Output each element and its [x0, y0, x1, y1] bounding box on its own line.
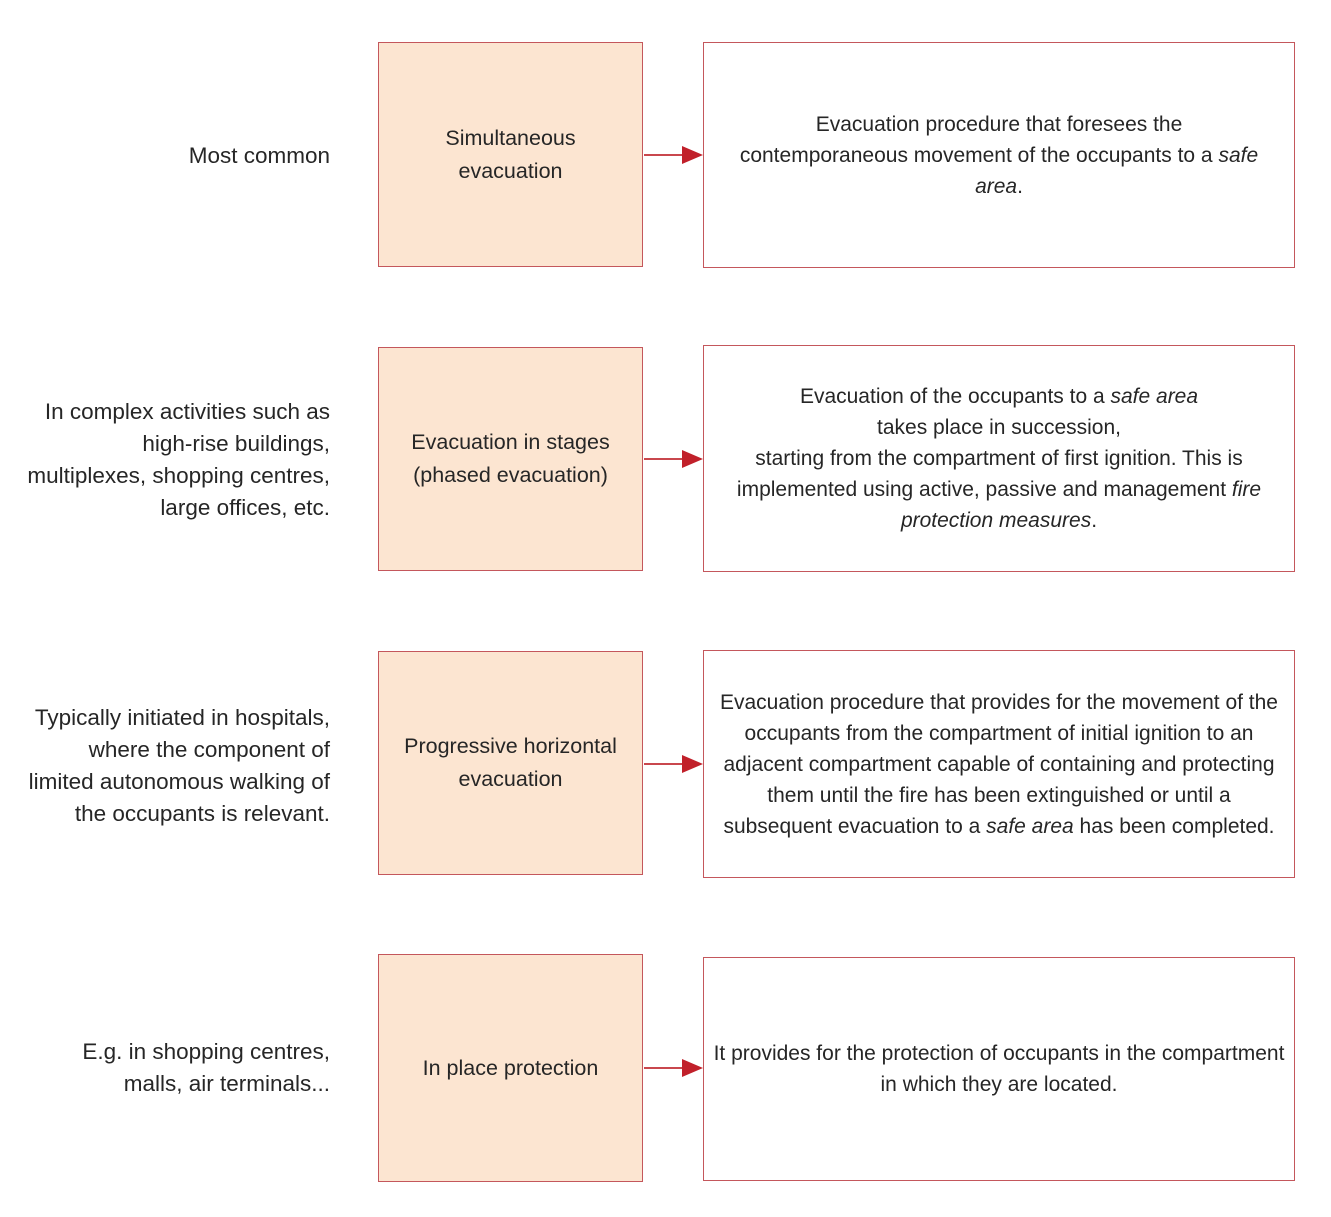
arrow-head-icon: [682, 146, 703, 164]
description-text: Evacuation of the occupants to a safe ar…: [736, 385, 1262, 532]
arrow-connector: [644, 755, 703, 773]
type-box-in-place: In place protection: [378, 954, 643, 1182]
type-label: Progressive horizontal evacuation: [404, 734, 617, 791]
type-box-simultaneous: Simultaneous evacuation: [378, 42, 643, 267]
arrow-connector: [644, 1059, 703, 1077]
arrow-connector: [644, 450, 703, 468]
context-label-progressive: Typically initiated in hospitals, where …: [28, 705, 330, 826]
context-label-stages: In complex activities such as high-rise …: [27, 399, 330, 520]
type-label: Evacuation in stages (phased evacuation): [411, 430, 610, 487]
context-label-in-place: E.g. in shopping centres, malls, air ter…: [82, 1039, 330, 1096]
description-text: Evacuation procedure that provides for t…: [720, 690, 1278, 838]
type-box-progressive: Progressive horizontal evacuation: [378, 651, 643, 875]
arrow-head-icon: [682, 450, 703, 468]
type-box-stages: Evacuation in stages (phased evacuation): [378, 347, 643, 571]
arrow-line: [644, 154, 682, 156]
arrow-head-icon: [682, 1059, 703, 1077]
arrow-head-icon: [682, 755, 703, 773]
arrow-line: [644, 1067, 682, 1069]
description-text: Evacuation procedure that foresees the c…: [739, 112, 1259, 198]
context-label-simultaneous: Most common: [188, 143, 330, 168]
description-text: It provides for the protection of occupa…: [713, 1042, 1285, 1096]
arrow-connector: [644, 146, 703, 164]
description-box-in-place: It provides for the protection of occupa…: [703, 957, 1295, 1181]
arrow-line: [644, 458, 682, 460]
description-box-simultaneous: Evacuation procedure that foresees the c…: [703, 42, 1295, 268]
type-label: In place protection: [422, 1055, 599, 1080]
arrow-line: [644, 763, 682, 765]
description-box-progressive: Evacuation procedure that provides for t…: [703, 650, 1295, 878]
description-box-stages: Evacuation of the occupants to a safe ar…: [703, 345, 1295, 572]
type-label: Simultaneous evacuation: [445, 125, 576, 183]
